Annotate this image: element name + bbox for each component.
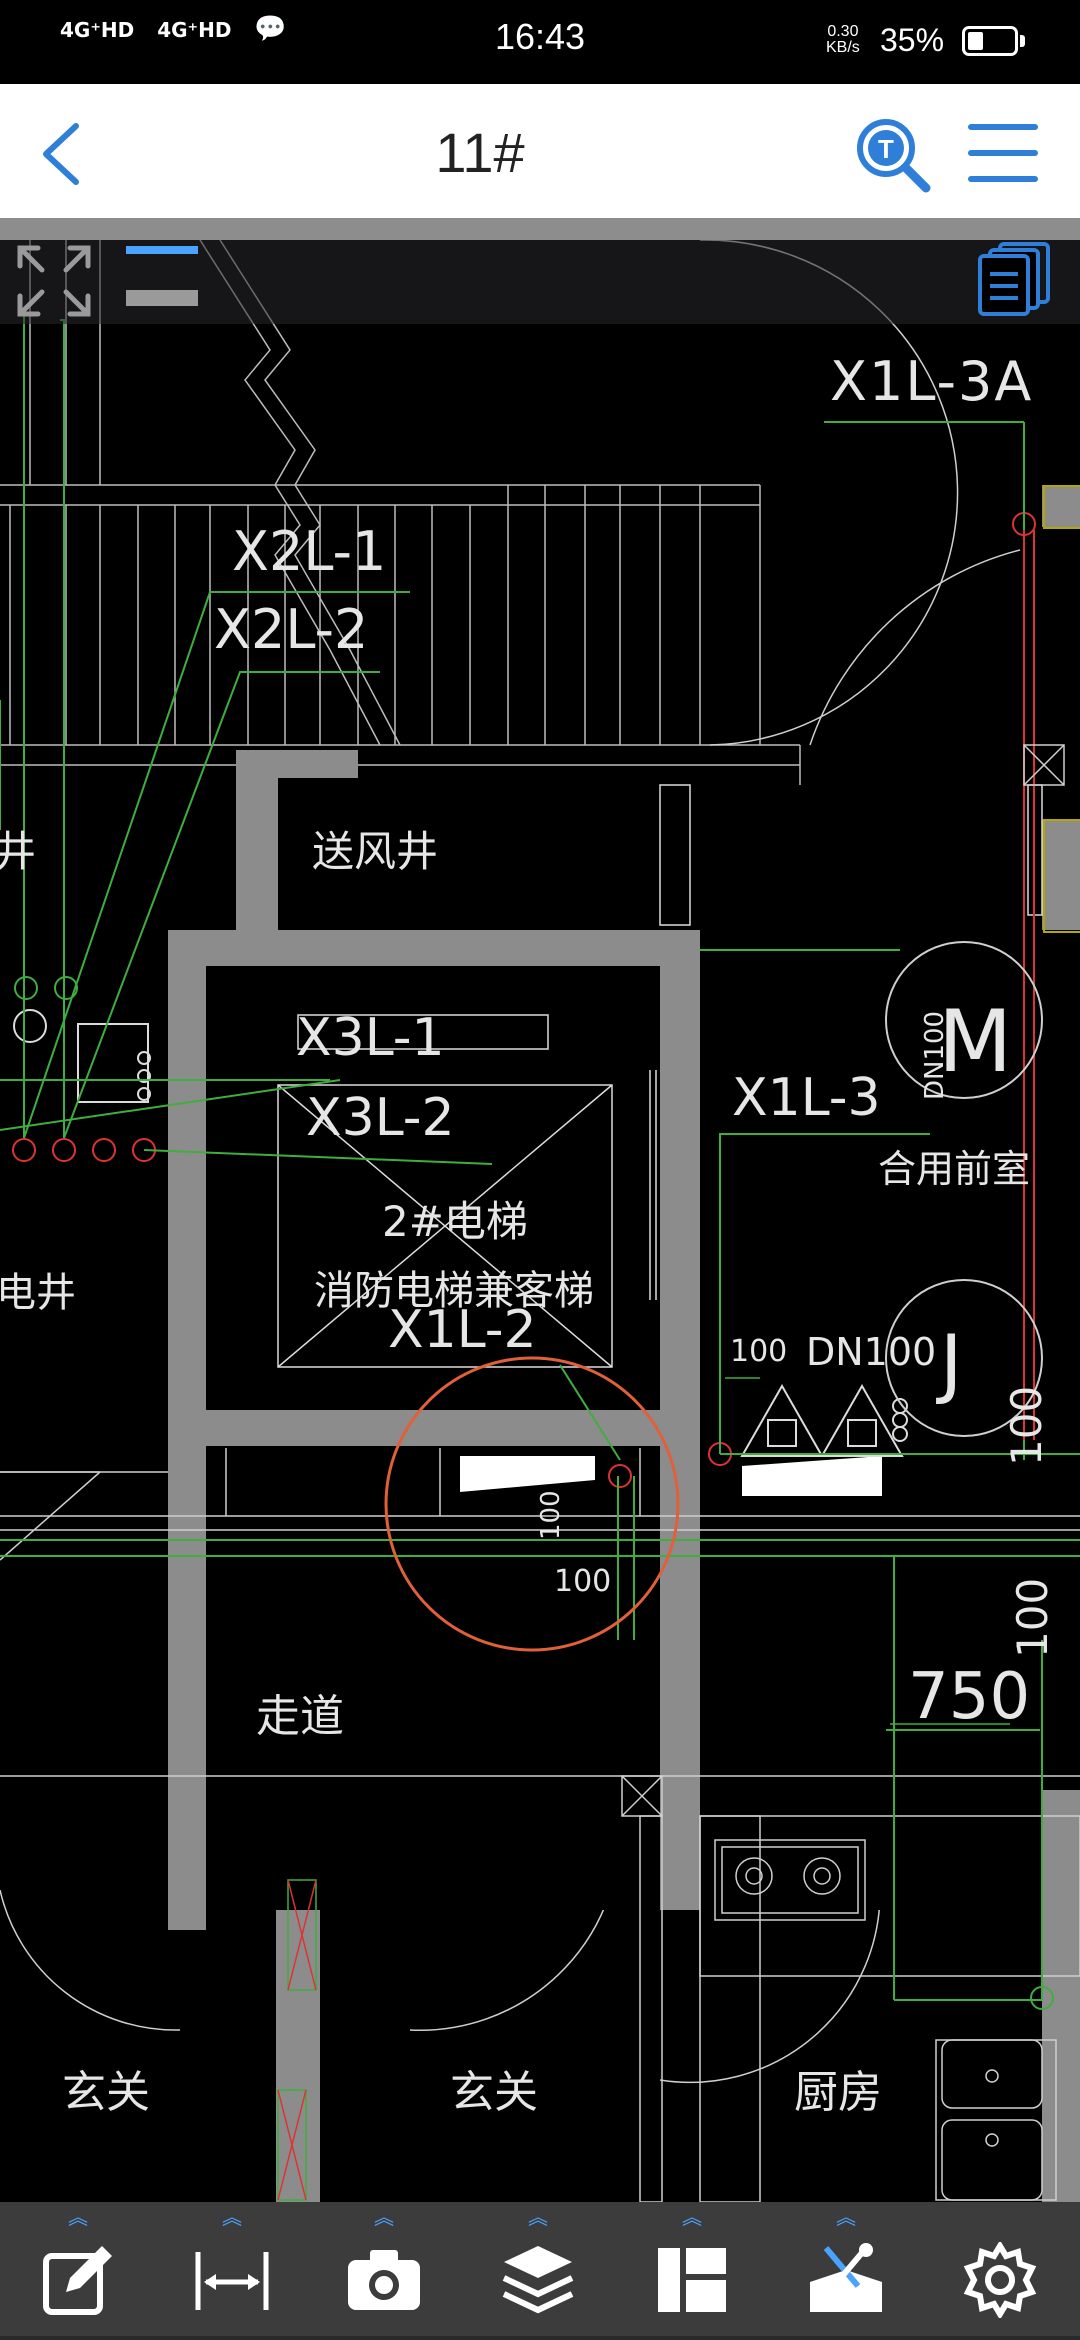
- layers-tool-button[interactable]: ︽: [462, 2202, 614, 2340]
- hamburger-icon: [968, 124, 1038, 182]
- layout-tool-button[interactable]: ︽: [616, 2202, 768, 2340]
- label-x1l2: X1L-2: [388, 1300, 537, 1360]
- net-speed-unit: KB/s: [826, 39, 860, 56]
- layer-toggle-icon: [126, 246, 198, 306]
- toolbox-icon: [810, 2243, 882, 2312]
- drawing-canvas[interactable]: X1L-3A X2L-1 X2L-2 送风井 井 X3L-1 X3L-2 X1L…: [0, 240, 1080, 2202]
- back-button[interactable]: [30, 114, 100, 194]
- measure-tool-button[interactable]: ︽: [156, 2202, 308, 2340]
- edit-icon: [43, 2246, 112, 2315]
- stair-lines: [0, 240, 801, 785]
- label-elevator-no: 2#电梯: [382, 1197, 528, 1246]
- signal-indicators: 4G⁺HD 4G⁺HD 💬: [60, 14, 303, 44]
- label-dim-100-e: 100: [1008, 1577, 1057, 1658]
- fullscreen-icon: [17, 245, 91, 317]
- bottom-toolbar: ︽ ︽ ︽ ︽ ︽: [0, 2202, 1080, 2340]
- label-entrance-2: 玄关: [450, 2067, 538, 2118]
- menu-button[interactable]: [964, 118, 1042, 188]
- elevator-outline: [277, 784, 1043, 1368]
- expand-chevron-icon: ︽: [528, 2205, 548, 2229]
- battery-cap: [1020, 35, 1025, 47]
- label-shared-front-room: 合用前室: [878, 1147, 1031, 1191]
- label-shaft-left: 井: [0, 827, 37, 876]
- label-corridor: 走道: [256, 1691, 344, 1742]
- label-dim-750: 750: [908, 1660, 1031, 1734]
- door-symbols: [460, 1456, 882, 1496]
- net-speed-value: 0.30: [827, 23, 859, 40]
- label-x1l3a: X1L-3A: [830, 350, 1034, 413]
- label-air-shaft: 送风井: [312, 827, 439, 876]
- camera-icon: [348, 2250, 420, 2310]
- label-x2l2: X2L-2: [214, 598, 369, 661]
- chevron-left-icon: [43, 123, 79, 185]
- label-j-symbol: J: [940, 1318, 963, 1407]
- fullscreen-button[interactable]: [16, 244, 92, 318]
- tools-tool-button[interactable]: ︽: [770, 2202, 922, 2340]
- annotate-tool-button[interactable]: ︽: [2, 2202, 154, 2340]
- corridor-lines: [0, 1448, 1080, 2202]
- header-shadow: [0, 218, 1080, 240]
- layout-icon: [658, 2248, 726, 2312]
- wechat-icon: 💬: [254, 14, 287, 44]
- signal-1-label: 4G⁺HD: [60, 18, 135, 42]
- label-fire-elevator: 消防电梯兼客梯: [314, 1268, 594, 1314]
- expand-chevron-icon: ︽: [374, 2205, 394, 2229]
- gear-icon: [963, 2242, 1037, 2318]
- label-entrance-1: 玄关: [62, 2067, 150, 2118]
- label-x2l1: X2L-1: [232, 520, 387, 583]
- label-dim-100-b: 100: [536, 1490, 566, 1540]
- documents-button[interactable]: [978, 240, 1052, 316]
- expand-chevron-icon: ︽: [68, 2205, 88, 2229]
- layers-icon: [502, 2246, 574, 2314]
- expand-chevron-icon: ︽: [682, 2205, 702, 2229]
- text-search-button[interactable]: T: [852, 114, 932, 194]
- highlight-circle: [384, 1356, 680, 1652]
- label-kitchen: 厨房: [794, 2067, 882, 2118]
- expand-chevron-icon: ︽: [836, 2205, 856, 2229]
- label-dn100: DN100: [806, 1330, 937, 1374]
- expand-chevron-icon: ︽: [222, 2205, 242, 2229]
- measure-icon: [195, 2252, 269, 2310]
- label-x3l1: X3L-1: [296, 1008, 445, 1068]
- page-title: 11#: [435, 121, 525, 184]
- battery-fill: [968, 32, 983, 50]
- label-dim-100-d: 100: [1002, 1385, 1051, 1466]
- signal-2-label: 4G⁺HD: [157, 18, 232, 42]
- battery-icon: [962, 26, 1018, 56]
- layer-toggle-button[interactable]: [124, 244, 200, 310]
- svg-text:T: T: [878, 134, 894, 164]
- floor-plan-drawing: [0, 240, 1080, 2202]
- label-elec-shaft: 电井: [0, 1270, 76, 1316]
- pipe-circles: [14, 976, 1054, 2010]
- label-x1l3: X1L-3: [732, 1068, 881, 1128]
- toolbar-bottom-edge: [0, 2336, 1080, 2340]
- label-m-symbol: M: [938, 992, 1013, 1092]
- label-x3l2: X3L-2: [306, 1088, 455, 1148]
- label-dim-100-a: 100: [730, 1334, 788, 1369]
- net-speed: 0.30 KB/s: [826, 24, 860, 56]
- label-dim-100-c: 100: [554, 1564, 612, 1599]
- battery-percent: 35%: [880, 22, 945, 58]
- documents-icon: [978, 242, 1050, 316]
- clock: 16:43: [494, 16, 586, 57]
- text-search-icon: T: [857, 119, 931, 193]
- fire-hydrant-symbols: [13, 1009, 908, 1457]
- status-bar: 4G⁺HD 4G⁺HD 💬 16:43 0.30 KB/s 35%: [0, 0, 1080, 84]
- camera-tool-button[interactable]: ︽: [308, 2202, 460, 2340]
- header: 11# T: [0, 84, 1080, 218]
- stove: [621, 1775, 1080, 1977]
- settings-tool-button[interactable]: [924, 2202, 1076, 2340]
